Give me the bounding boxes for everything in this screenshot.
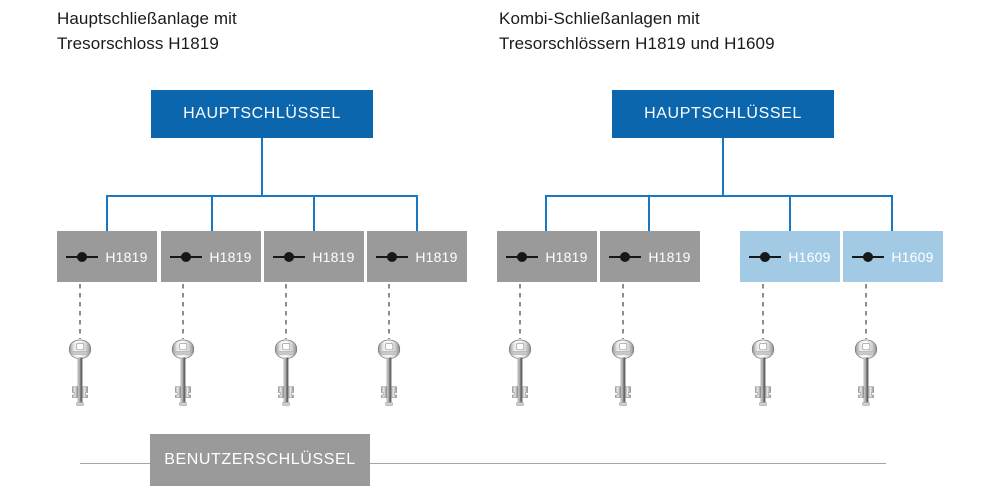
left-dash-link-2: [182, 284, 184, 339]
right-dash-link-2: [622, 284, 624, 339]
safe-key-icon: [377, 339, 401, 406]
left-tree-branch-4: [416, 195, 418, 231]
left-lock-label-2: H1819: [209, 248, 252, 265]
lock-cylinder-icon: [852, 251, 885, 263]
safe-key-icon: [68, 339, 92, 406]
right-lock-label-1: H1819: [545, 248, 588, 265]
safe-key-icon: [854, 339, 878, 406]
right-group-title: Kombi-Schließanlagen mit Tresorschlösser…: [499, 9, 775, 53]
left-lock-label-4: H1819: [415, 248, 458, 265]
user-key-baseline: [80, 463, 886, 464]
right-lock-box-4[interactable]: H1609: [843, 231, 943, 282]
left-dash-link-3: [285, 284, 287, 339]
lock-cylinder-icon: [749, 251, 782, 263]
right-tree-branch-4: [891, 195, 893, 231]
safe-key-icon: [508, 339, 532, 406]
right-dash-link-3: [762, 284, 764, 339]
left-dash-link-1: [79, 284, 81, 339]
right-lock-label-2: H1819: [648, 248, 691, 265]
left-lock-label-3: H1819: [312, 248, 355, 265]
left-tree-branch-3: [313, 195, 315, 231]
lock-cylinder-icon: [66, 251, 99, 263]
right-tree-crossbar: [545, 195, 893, 197]
user-key-box[interactable]: BENUTZERSCHLÜSSEL: [150, 434, 370, 486]
safe-key-icon: [611, 339, 635, 406]
lock-cylinder-icon: [506, 251, 539, 263]
left-lock-box-4[interactable]: H1819: [367, 231, 467, 282]
right-tree-branch-2: [648, 195, 650, 231]
left-dash-link-4: [388, 284, 390, 339]
right-lock-label-3: H1609: [788, 248, 831, 265]
left-tree-branch-1: [106, 195, 108, 231]
right-tree-branch-1: [545, 195, 547, 231]
right-tree-trunk: [722, 138, 724, 196]
left-tree-trunk: [261, 138, 263, 196]
right-lock-label-4: H1609: [891, 248, 934, 265]
lock-cylinder-icon: [170, 251, 203, 263]
left-group-title: Hauptschließanlage mit Tresorschloss H18…: [57, 9, 237, 53]
safe-key-icon: [751, 339, 775, 406]
left-tree-crossbar: [106, 195, 418, 197]
left-tree-branch-2: [211, 195, 213, 231]
right-dash-link-1: [519, 284, 521, 339]
lock-cylinder-icon: [609, 251, 642, 263]
left-lock-label-1: H1819: [105, 248, 148, 265]
left-master-key-box[interactable]: HAUPTSCHLÜSSEL: [151, 90, 373, 138]
right-lock-box-2[interactable]: H1819: [600, 231, 700, 282]
safe-key-icon: [171, 339, 195, 406]
left-lock-box-3[interactable]: H1819: [264, 231, 364, 282]
right-master-key-box[interactable]: HAUPTSCHLÜSSEL: [612, 90, 834, 138]
left-lock-box-1[interactable]: H1819: [57, 231, 157, 282]
right-dash-link-4: [865, 284, 867, 339]
left-lock-box-2[interactable]: H1819: [161, 231, 261, 282]
right-lock-box-3[interactable]: H1609: [740, 231, 840, 282]
right-lock-box-1[interactable]: H1819: [497, 231, 597, 282]
lock-cylinder-icon: [376, 251, 409, 263]
lock-cylinder-icon: [273, 251, 306, 263]
safe-key-icon: [274, 339, 298, 406]
right-tree-branch-3: [789, 195, 791, 231]
